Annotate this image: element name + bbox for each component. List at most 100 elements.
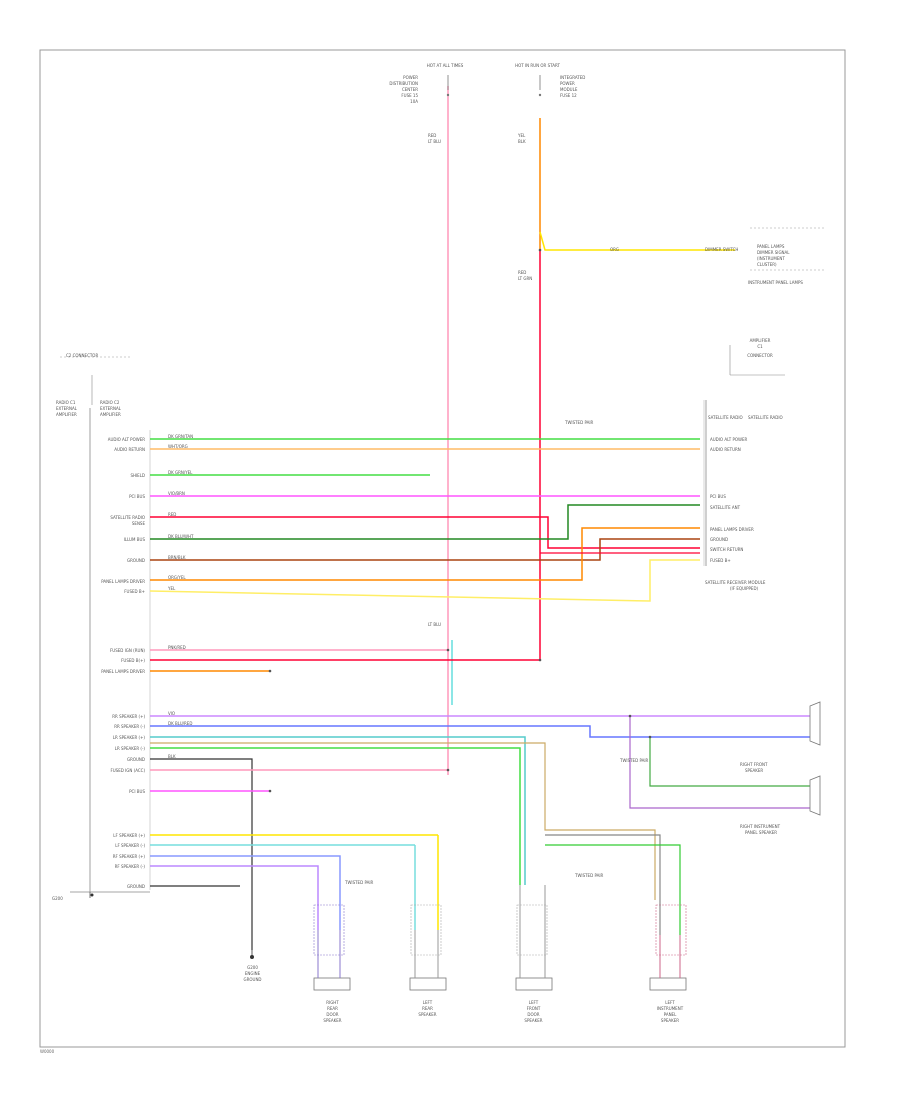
radio-pin-audio-ret: AUDIO RETURN <box>114 447 145 452</box>
fuse-a-wire-1: LT BLU <box>428 139 442 144</box>
speaker-lf-body <box>515 977 553 991</box>
wire-blue-rr <box>150 725 810 738</box>
wire-violet-rf <box>150 865 319 930</box>
fuse-a-wire-0: RED <box>428 133 437 138</box>
radio-pin-sense: SENSE <box>131 521 145 526</box>
amp-pin-sat: SATELLITE ANT <box>710 505 741 510</box>
wire-brown-ground <box>150 538 700 561</box>
spk-lf-3: SPEAKER <box>524 1018 543 1023</box>
fuse-a-title: HOT AT ALL TIMES <box>426 63 464 68</box>
wire-tag-9: YEL <box>168 586 176 591</box>
amp-pin-pci: PCI BUS <box>710 494 726 499</box>
diagram-border <box>39 49 846 1048</box>
wire-purple-rr2 <box>629 716 810 809</box>
spk-lr-0: LEFT <box>422 1000 433 1005</box>
radio-pin-fused-b: FUSED B+ <box>124 589 145 594</box>
fuse-a-desc-4: 10A <box>410 99 418 104</box>
coil-lr <box>410 904 442 956</box>
speaker-rip-body <box>809 775 821 816</box>
radio-pin-fused-b2: FUSED B(+) <box>121 658 145 663</box>
splice-label-1: TWISTED PAIR <box>575 873 604 878</box>
splice-label-0: TWISTED PAIR <box>345 880 374 885</box>
radio-pin-panel: PANEL LAMPS DRIVER <box>101 579 145 584</box>
dimmer-line-3: CLUSTER) <box>757 262 777 267</box>
rf-speaker-0: RIGHT FRONT <box>740 762 768 767</box>
wire-tag-1: DK GRN/TAN <box>168 434 194 439</box>
splice-label-2: TWISTED PAIR <box>565 420 594 425</box>
radio-pin-lf-pos: LF SPEAKER (+) <box>113 833 145 838</box>
radio-pin-sat: SATELLITE RADIO <box>110 515 145 520</box>
fuse-b-desc-0: INTEGRATED <box>560 75 586 80</box>
fuse-b-desc-1: POWER <box>560 81 575 86</box>
amp-sub-1: SATELLITE RADIO <box>748 415 783 420</box>
coil-lip <box>655 904 687 956</box>
radio-pin-ign-acc: FUSED IGN (ACC) <box>110 768 145 773</box>
radio-pin-ground: GROUND <box>126 558 145 563</box>
wire-yellow-dimmer <box>539 231 735 251</box>
coil-lf <box>516 904 548 956</box>
rf-speaker-1: SPEAKER <box>745 768 764 773</box>
radio-top-label: C2 CONNECTOR <box>66 353 99 358</box>
splice-label-3: TWISTED PAIR <box>620 758 649 763</box>
wire-tag-13: DK BLU/RED <box>168 721 193 726</box>
wire-darkgreen-illum <box>150 504 700 540</box>
radio-sub-1: RADIO C2 <box>100 400 120 405</box>
speaker-lr-body <box>409 977 447 991</box>
ground-0: G200 <box>247 965 258 970</box>
rip-caption-0: RIGHT INSTRUMENT <box>740 824 781 829</box>
speaker-rr-body <box>313 977 351 991</box>
wire-tag-14: BLK <box>168 754 176 759</box>
spk-lr-2: SPEAKER <box>418 1012 437 1017</box>
mid-wire-0: RED <box>518 270 527 275</box>
fuse-b-dot <box>538 93 542 97</box>
rip-caption-1: PANEL SPEAKER <box>745 830 778 835</box>
fuse-b-title: HOT IN RUN OR START <box>515 63 560 68</box>
amp-caption-1: (IF EQUIPPED) <box>730 586 759 591</box>
wire-tag-12: VIO <box>168 711 176 716</box>
dimmer-wire-tag: ORG <box>610 247 620 252</box>
wire-red-switch <box>150 516 700 549</box>
radio-pin-gnd2: GROUND <box>126 757 145 762</box>
radio-ground-tag: G200 <box>52 896 63 901</box>
figure-code: W0000 <box>40 1049 55 1054</box>
spk-lf-0: LEFT <box>528 1000 539 1005</box>
fuse-b-desc-3: FUSE 12 <box>560 93 577 98</box>
amp-sub-0: SATELLITE RADIO <box>708 415 743 420</box>
ground-dot <box>250 955 254 959</box>
amp-caption-0: SATELLITE RECEIVER MODULE <box>705 580 766 585</box>
radio-sub-0: RADIO C1 <box>56 400 76 405</box>
wire-green-rr2 <box>649 737 810 787</box>
radio-pin-panel2: PANEL LAMPS DRIVER <box>101 669 145 674</box>
spk-rr-2: DOOR <box>326 1012 339 1017</box>
wire-tag-11: LT BLU <box>428 622 442 627</box>
wire-tag-3: DK GRN/YEL <box>168 470 193 475</box>
fuse-a-desc-2: CENTER <box>401 87 418 92</box>
wire-tag-5: RED <box>168 512 177 517</box>
fuse-a-desc-3: FUSE 15 <box>401 93 418 98</box>
wire-tag-6: DK BLU/WHT <box>168 534 194 539</box>
radio-pin-pci2: PCI BUS <box>129 789 145 794</box>
dimmer-sub: INSTRUMENT PANEL LAMPS <box>748 280 803 285</box>
fuse-b-wire-0: YEL <box>518 133 526 138</box>
amp-pin-audio-ret: AUDIO RETURN <box>710 447 741 452</box>
fuse-a-desc-1: DISTRIBUTION <box>389 81 418 86</box>
wire-orange-panel <box>150 527 700 581</box>
wire-green-lr <box>150 747 521 885</box>
wire-tag-2: WHT/ORG <box>168 444 188 449</box>
spk-lip-0: LEFT <box>665 1000 675 1005</box>
amp-pin-switch: SWITCH RETURN <box>710 547 744 552</box>
amp-pin-audio-alt: AUDIO ALT POWER <box>710 437 748 442</box>
amp-pin-fused: FUSED B+ <box>710 558 731 563</box>
amp-header-1: C1 <box>757 344 763 349</box>
spk-rr-1: REAR <box>327 1006 338 1011</box>
radio-pin-lr-neg: LR SPEAKER (-) <box>114 746 145 751</box>
spk-lf-2: DOOR <box>527 1012 540 1017</box>
mid-wire-1: LT GRN <box>518 276 533 281</box>
spk-rr-0: RIGHT <box>326 1000 339 1005</box>
spk-lip-1: INSTRUMENT <box>656 1006 684 1011</box>
spk-lip-2: PANEL <box>663 1012 677 1017</box>
wire-tag-4: VIO/BRN <box>168 491 185 496</box>
wire-black-gnd <box>150 758 253 950</box>
